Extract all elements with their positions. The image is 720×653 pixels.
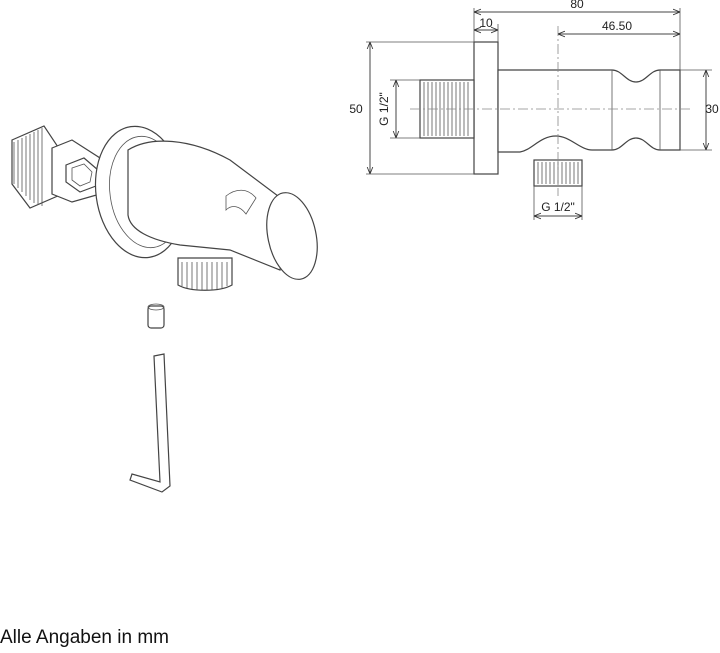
wall-connection-elbow [94, 125, 318, 291]
set-screw [147, 303, 165, 329]
dim-outlet-thread: G 1/2" [541, 200, 575, 214]
dim-holder-diameter: 30 [705, 102, 719, 116]
dim-overall-length: 80 [570, 0, 584, 11]
wall-flange [473, 41, 499, 175]
dim-flange-diameter: 50 [349, 102, 363, 116]
technical-side-view: 80 10 46.50 50 30 G 1/2" G 1/2" [349, 0, 719, 220]
units-note: Alle Angaben in mm [0, 627, 169, 648]
allen-key [129, 353, 171, 493]
dim-holder-offset: 46.50 [602, 19, 632, 33]
threaded-adapter [11, 125, 101, 209]
body-profile [497, 69, 681, 153]
dim-flange-thickness: 10 [479, 16, 493, 30]
isometric-assembly-view [11, 125, 318, 493]
dim-inlet-thread: G 1/2" [377, 92, 391, 126]
